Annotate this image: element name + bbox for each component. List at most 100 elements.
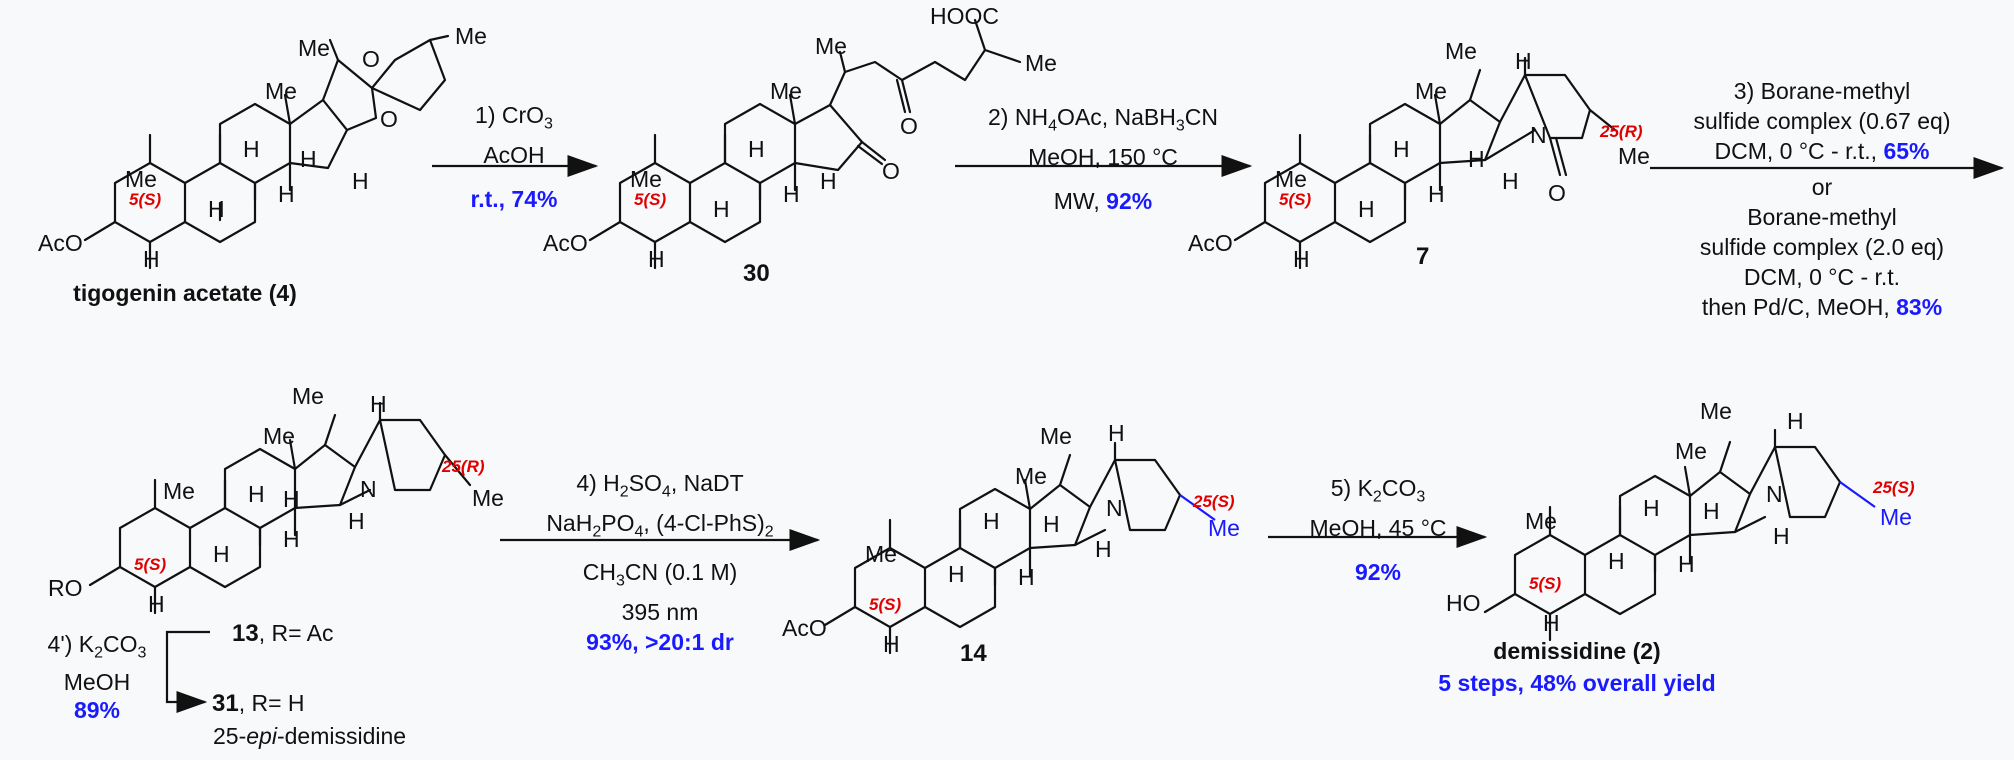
hydrogen-label: H	[213, 541, 230, 567]
acetoxy-group: AcO	[38, 230, 83, 256]
structure-2	[1483, 428, 1842, 642]
hydrogen-label: H	[1515, 48, 1532, 74]
stereo-label: 5(S)	[634, 190, 667, 209]
methyl-label: Me	[1525, 508, 1557, 534]
methyl-label: Me	[265, 78, 297, 104]
methyl-label: Me	[1618, 143, 1650, 169]
methyl-label: Me	[263, 423, 295, 449]
structure-30	[588, 18, 1022, 270]
methyl-label: Me	[1700, 398, 1732, 424]
methyl-label: Me	[292, 383, 324, 409]
methyl-label: Me	[770, 78, 802, 104]
hydrogen-label: H	[1393, 136, 1410, 162]
hydrogen-label: H	[713, 196, 730, 222]
hydrogen-label: H	[208, 196, 225, 222]
stereo-label: 5(S)	[1529, 574, 1562, 593]
hydrogen-label: H	[148, 591, 165, 617]
hydrogen-label: H	[300, 146, 317, 172]
hydrogen-label: H	[1043, 511, 1060, 537]
stereo-label: 5(S)	[1279, 190, 1312, 209]
oxygen-atom: O	[380, 106, 398, 132]
stereo-label: 25(S)	[1193, 492, 1235, 511]
hydrogen-label: H	[1608, 548, 1625, 574]
methyl-label: Me	[1415, 78, 1447, 104]
arrow-step4prime	[165, 630, 210, 713]
compound-label-7: 7	[1416, 243, 1430, 270]
hydrogen-label: H	[1502, 168, 1519, 194]
hydrogen-label: H	[648, 246, 665, 272]
methyl-bond-14	[1179, 494, 1216, 521]
compound-label-14: 14	[960, 640, 987, 667]
conditions-step5: 5) K2CO3 MeOH, 45 °C 92%	[1309, 475, 1447, 585]
hydrogen-label: H	[1018, 564, 1035, 590]
hydrogen-label: H	[783, 181, 800, 207]
hydrogen-label: H	[283, 486, 300, 512]
overall-yield: 5 steps, 48% overall yield	[1438, 670, 1716, 696]
methyl-label: Me	[455, 23, 487, 49]
hydrogen-label: H	[1703, 498, 1720, 524]
hydrogen-label: H	[348, 508, 365, 534]
nitrogen-atom: N	[1766, 481, 1783, 507]
hydrogen-label: H	[1428, 181, 1445, 207]
structure-7	[1233, 56, 1617, 270]
nitrogen-atom: N	[360, 476, 377, 502]
hydrogen-label: H	[748, 136, 765, 162]
hydrogen-label: H	[1543, 610, 1560, 636]
methyl-label: Me	[472, 485, 504, 511]
methyl-label: Me	[1015, 463, 1047, 489]
methyl-label: Me	[1208, 515, 1240, 541]
oxygen-atom: O	[900, 113, 918, 139]
alkoxy-group: RO	[48, 575, 83, 601]
stereo-label: 5(S)	[134, 555, 167, 574]
conditions-step4prime: 4') K2CO3 MeOH 89%	[47, 631, 147, 723]
stereo-label: 5(S)	[129, 190, 162, 209]
conditions-step2: 2) NH4OAc, NaBH3CN MeOH, 150 °C MW, 92%	[988, 104, 1218, 214]
hydrogen-label: H	[283, 526, 300, 552]
stereo-label: 25(S)	[1873, 478, 1915, 497]
oxygen-atom: O	[1548, 180, 1566, 206]
hydrogen-label: H	[243, 136, 260, 162]
conditions-step4: 4) H2SO4, NaDT NaH2PO4, (4-Cl-PhS)2 CH3C…	[546, 470, 774, 655]
hydrogen-label: H	[1293, 246, 1310, 272]
methyl-label: Me	[815, 33, 847, 59]
structure-14	[823, 441, 1182, 655]
methyl-label: Me	[1025, 50, 1057, 76]
compound-name-31: 25-epi-demissidine	[213, 723, 407, 749]
stereo-label: 25(R)	[442, 457, 485, 476]
hydrogen-label: H	[983, 508, 1000, 534]
compound-name-4: tigogenin acetate (4)	[73, 280, 297, 306]
hydroxy-group: HO	[1446, 590, 1481, 616]
conditions-step1: 1) CrO3 AcOH r.t., 74%	[470, 102, 558, 212]
hydrogen-label: H	[1468, 146, 1485, 172]
oxygen-atom: O	[362, 46, 380, 72]
acetoxy-group: AcO	[543, 230, 588, 256]
hydrogen-label: H	[278, 181, 295, 207]
stereo-label: 5(S)	[869, 595, 902, 614]
hydrogen-label: H	[370, 391, 387, 417]
hydrogen-label: H	[1358, 196, 1375, 222]
hydrogen-label: H	[1678, 551, 1695, 577]
acetoxy-group: AcO	[1188, 230, 1233, 256]
acetoxy-group: AcO	[782, 615, 827, 641]
hydrogen-label: H	[948, 561, 965, 587]
carboxylic-acid: HOOC	[930, 3, 999, 29]
compound-label-13: 13, R= Ac	[232, 620, 334, 647]
compound-label-30: 30	[743, 260, 770, 287]
nitrogen-atom: N	[1530, 122, 1547, 148]
hydrogen-label: H	[143, 246, 160, 272]
structure-4	[83, 34, 450, 270]
hydrogen-label: H	[1095, 536, 1112, 562]
hydrogen-label: H	[883, 631, 900, 657]
methyl-label: Me	[1880, 504, 1912, 530]
methyl-label: Me	[630, 166, 662, 192]
nitrogen-atom: N	[1106, 495, 1123, 521]
oxygen-atom: O	[882, 158, 900, 184]
hydrogen-label: H	[352, 168, 369, 194]
hydrogen-label: H	[1108, 420, 1125, 446]
structure-13	[88, 401, 472, 615]
methyl-label: Me	[1675, 438, 1707, 464]
hydrogen-label: H	[1787, 408, 1804, 434]
methyl-label: Me	[1445, 38, 1477, 64]
methyl-label: Me	[1275, 166, 1307, 192]
